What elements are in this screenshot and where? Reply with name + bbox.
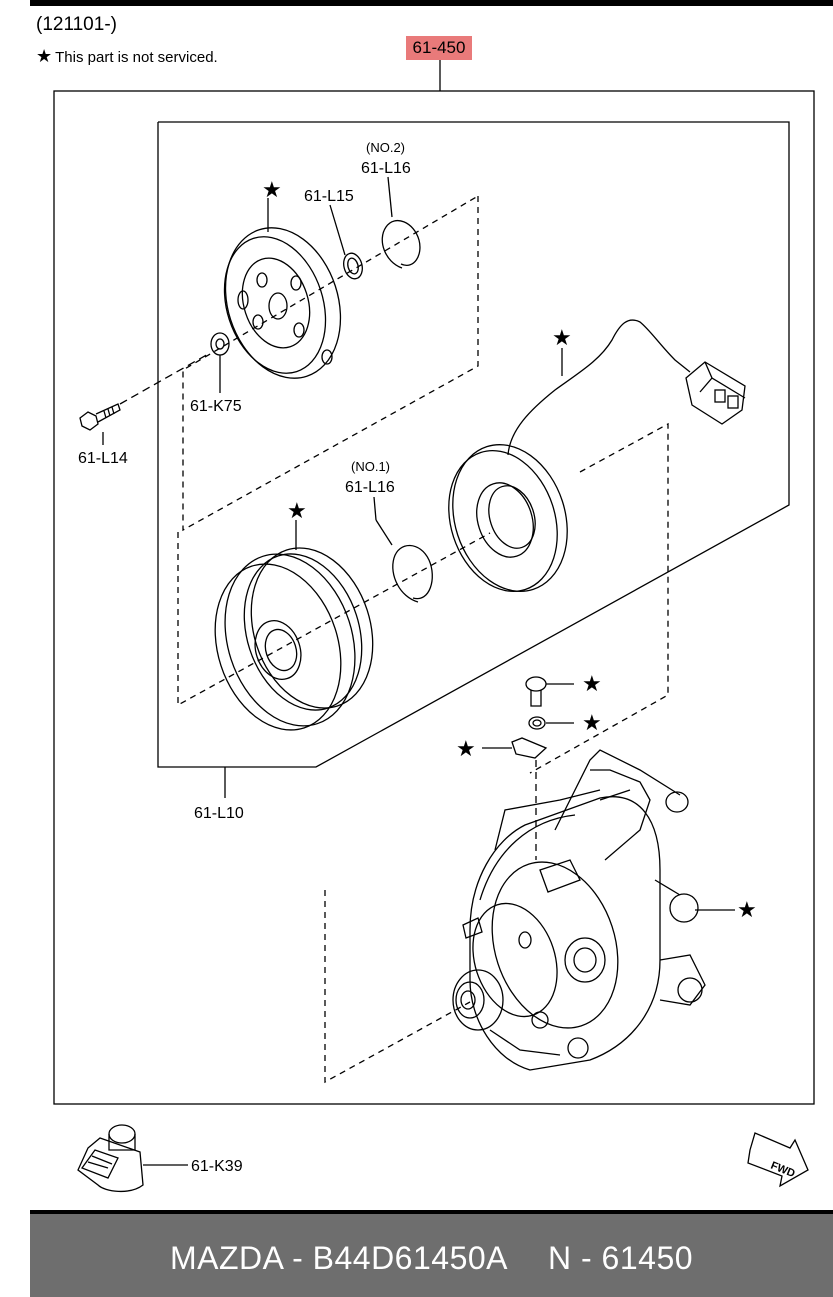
not-serviced-star-compressor: ★ xyxy=(737,898,757,923)
assembly-part-tag[interactable]: 61-450 xyxy=(406,36,472,60)
pulley-group-outline xyxy=(177,532,491,707)
nut-part[interactable] xyxy=(528,716,546,730)
forward-arrow-icon xyxy=(747,1132,809,1188)
footer-reference: N - 61450 xyxy=(548,1240,694,1276)
stud-bolt-part[interactable] xyxy=(525,676,547,707)
not-serviced-note: ★This part is not serviced. xyxy=(36,46,218,67)
pulley-part[interactable] xyxy=(195,532,393,746)
not-serviced-star-stud: ★ xyxy=(582,672,602,697)
label-61-L16-no1[interactable]: 61-L16 xyxy=(345,479,395,496)
not-serviced-star-pulley: ★ xyxy=(287,499,307,524)
compressor-lower-outline xyxy=(324,890,471,1084)
snap-ring-no1-part[interactable] xyxy=(392,544,433,603)
star-icon: ★ xyxy=(36,46,53,66)
label-61-L10[interactable]: 61-L10 xyxy=(194,805,244,822)
exploded-parts-diagram: ★ 61-L15 (NO.2) 61-L16 61-K75 61-L14 (NO… xyxy=(53,60,815,1193)
compressor-group-outline xyxy=(529,422,669,774)
not-serviced-star-hub: ★ xyxy=(262,178,282,203)
not-serviced-star-nut: ★ xyxy=(582,711,602,736)
cap-part[interactable] xyxy=(77,1124,144,1193)
not-serviced-star-coil: ★ xyxy=(552,326,572,351)
clutch-hub-part[interactable] xyxy=(207,213,359,393)
label-61-K75[interactable]: 61-K75 xyxy=(190,398,242,415)
label-61-L14[interactable]: 61-L14 xyxy=(78,450,128,467)
label-no2-qualifier: (NO.2) xyxy=(366,140,405,155)
label-61-K39[interactable]: 61-K39 xyxy=(191,1158,243,1175)
coil-connector[interactable] xyxy=(685,361,746,425)
coil-wire xyxy=(507,319,691,456)
footer-bar: MAZDA - B44D61450A N - 61450 xyxy=(30,1210,833,1297)
label-61-L15[interactable]: 61-L15 xyxy=(304,188,354,205)
bracket-clip-part[interactable] xyxy=(511,737,548,759)
field-coil-part[interactable] xyxy=(431,430,585,607)
revision-label: (121101-) xyxy=(36,14,117,35)
bolt-centerline xyxy=(119,352,211,405)
clutch-kit-boundary xyxy=(157,121,790,768)
compressor-body[interactable] xyxy=(452,749,706,1071)
label-61-L16-no2[interactable]: 61-L16 xyxy=(361,160,411,177)
top-rule xyxy=(30,0,833,6)
note-text: This part is not serviced. xyxy=(55,49,218,66)
not-serviced-star-clip: ★ xyxy=(456,737,476,762)
bolt-part[interactable] xyxy=(79,403,121,431)
fwd-label: FWD xyxy=(769,1160,797,1181)
hub-washer-part[interactable] xyxy=(341,251,365,281)
footer-part-number: MAZDA - B44D61450A xyxy=(169,1240,508,1276)
hub-group-outline xyxy=(182,194,479,532)
label-no1-qualifier: (NO.1) xyxy=(351,459,390,474)
footer-text: MAZDA - B44D61450A N - 61450 xyxy=(30,1240,833,1277)
snap-ring-no2-part[interactable] xyxy=(381,220,421,269)
assembly-frame xyxy=(53,90,815,1105)
